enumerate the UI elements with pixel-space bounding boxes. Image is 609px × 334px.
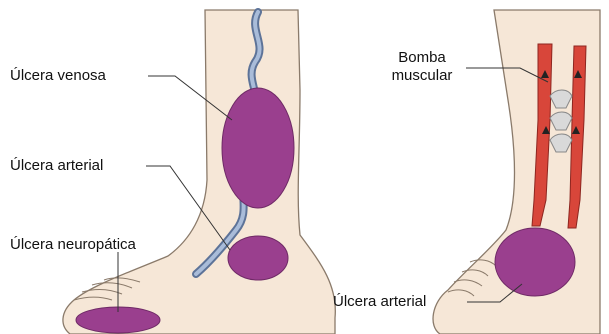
muscle-pump-label-line1: Bomba — [378, 49, 466, 67]
left-leg-skin — [63, 10, 335, 334]
neuropathic-ulcer-label: Úlcera neuropática — [10, 236, 136, 254]
arterial-ulcer-area-left — [228, 236, 288, 280]
muscle-pump-label-line2: muscular — [378, 67, 466, 85]
arterial-ulcer-label-right: Úlcera arterial — [333, 293, 426, 311]
venous-ulcer-label: Úlcera venosa — [10, 67, 106, 85]
vein-valves — [550, 90, 572, 152]
arterial-ulcer-area-right — [495, 228, 575, 296]
venous-ulcer-area — [222, 88, 294, 208]
left-leg — [63, 10, 335, 334]
arterial-ulcer-label-left: Úlcera arterial — [10, 157, 103, 175]
